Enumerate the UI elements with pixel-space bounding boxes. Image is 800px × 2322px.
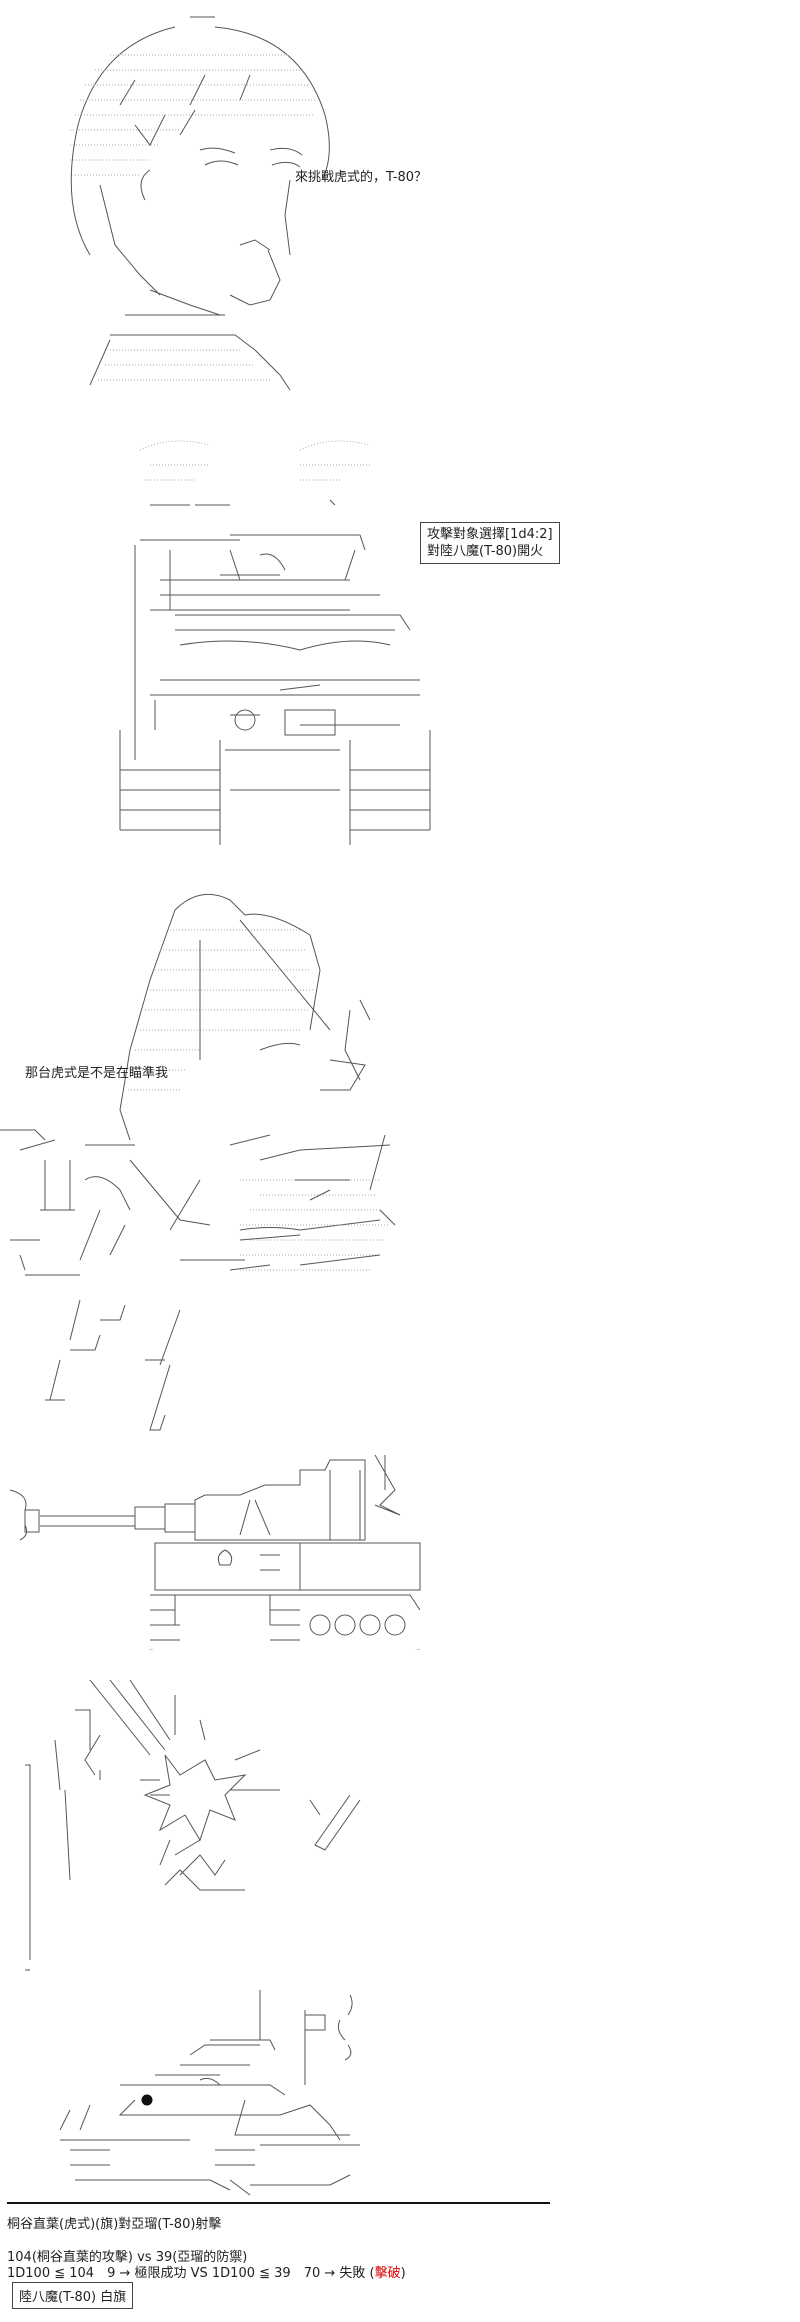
- attack-target-line1: 攻擊對象選擇[1d4:2]: [427, 527, 553, 542]
- roll-destroyed-label: 擊破: [374, 2266, 401, 2281]
- roll-prefix: 1D100 ≦ 104 9 → 極限成功 VS 1D100 ≦ 39 70 → …: [7, 2266, 375, 2281]
- explosion-art: [0, 1680, 500, 1980]
- result-roll: 1D100 ≦ 104 9 → 極限成功 VS 1D100 ≦ 39 70 → …: [7, 2262, 406, 2281]
- roll-suffix: ): [400, 2266, 406, 2281]
- attack-target-line2: 對陸八魔(T-80)開火: [427, 544, 544, 559]
- panel3-speech: 那台虎式是不是在瞄準我: [25, 1066, 169, 1081]
- character-in-tank-art: [0, 880, 600, 1280]
- white-flag-box: 陸八魔(T-80) 白旗: [12, 2282, 134, 2309]
- panel1-speech: 來挑戰虎式的，T-80？: [295, 170, 427, 185]
- character-head-art: [40, 5, 400, 400]
- section-divider: [7, 2202, 550, 2204]
- result-title: 桐谷直葉(虎式)(旗)對亞瑠(T-80)射擊: [7, 2217, 222, 2232]
- white-flag-tank-art: [30, 1990, 390, 2200]
- tank-firing-art: [0, 1290, 660, 1650]
- result-versus: 104(桐谷直葉的攻擊) vs 39(亞瑠的防禦): [7, 2250, 248, 2265]
- tank-front-art: [100, 430, 460, 850]
- attack-target-box: 攻擊對象選擇[1d4:2] 對陸八魔(T-80)開火: [420, 522, 560, 564]
- white-flag-icon: [304, 2014, 326, 2031]
